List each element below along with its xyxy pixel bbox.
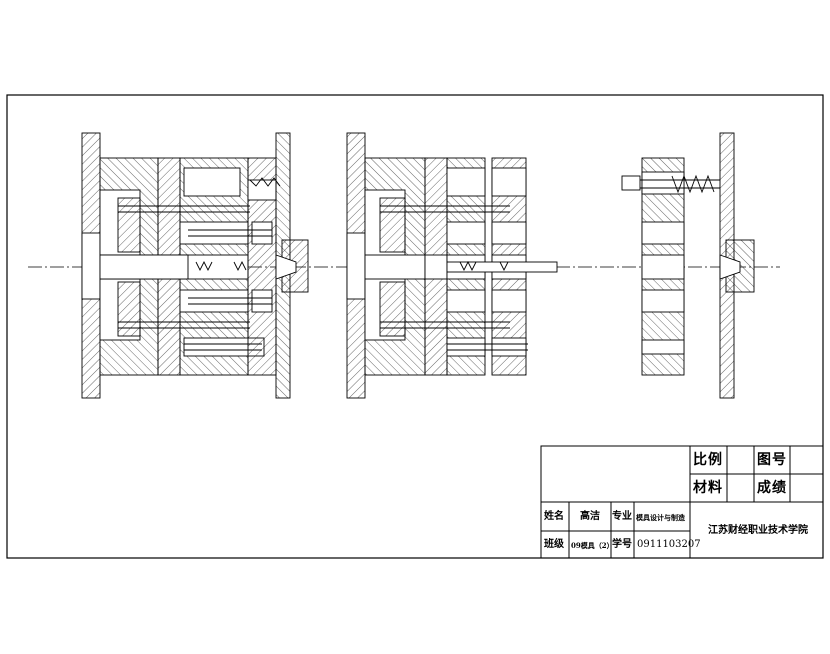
sheet-border — [6, 94, 824, 559]
school-name: 江苏财经职业技术学院 — [708, 525, 808, 536]
mold-view-fixed-half — [621, 132, 755, 399]
mold-view-closed — [81, 132, 309, 399]
scale-label: 比例 — [693, 452, 723, 468]
class-label: 班级 — [544, 539, 564, 550]
material-label: 材料 — [693, 480, 723, 496]
student-id-label: 学号 — [612, 539, 632, 550]
student-id-value: 0911103207 — [637, 539, 701, 550]
mold-view-open — [346, 132, 558, 399]
major-label: 专业 — [612, 511, 632, 522]
class-value: 09模具（2） — [571, 541, 614, 550]
major-value: 模具设计与制造 — [636, 513, 685, 522]
name-value: 高洁 — [580, 511, 600, 522]
drawing-no-label: 图号 — [757, 452, 787, 468]
grade-label: 成绩 — [757, 480, 787, 496]
name-label: 姓名 — [544, 511, 564, 522]
title-block — [540, 445, 824, 559]
